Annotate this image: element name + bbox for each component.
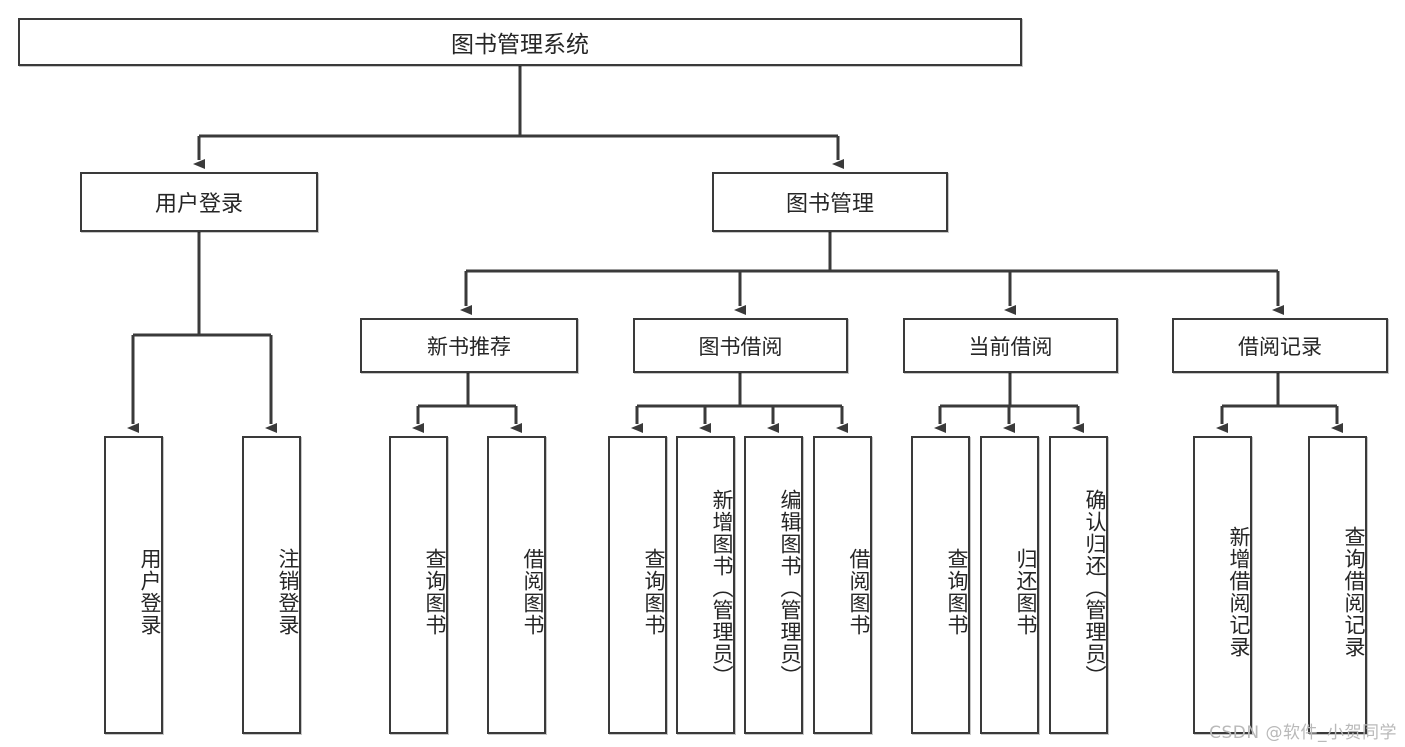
node-leaf-query-book-1[interactable]: 查询图书	[389, 436, 448, 734]
node-user-login[interactable]: 用户登录	[80, 172, 318, 232]
node-label: 图书管理系统	[451, 32, 589, 58]
node-label: 注销登录	[276, 548, 300, 636]
node-label: 借阅图书	[847, 548, 871, 636]
node-label: 新增图书（管理员）	[710, 489, 734, 687]
node-leaf-query-record[interactable]: 查询借阅记录	[1308, 436, 1367, 734]
node-label: 借阅图书	[521, 548, 545, 636]
node-current-borrow[interactable]: 当前借阅	[903, 318, 1118, 373]
node-leaf-edit-book[interactable]: 编辑图书（管理员）	[744, 436, 803, 734]
node-leaf-borrow-book-2[interactable]: 借阅图书	[813, 436, 872, 734]
node-leaf-query-book-2[interactable]: 查询图书	[608, 436, 667, 734]
node-label: 编辑图书（管理员）	[778, 489, 802, 687]
node-label: 确认归还（管理员）	[1083, 489, 1107, 687]
node-leaf-return-book[interactable]: 归还图书	[980, 436, 1039, 734]
node-label: 查询图书	[642, 548, 666, 636]
node-leaf-borrow-book-1[interactable]: 借阅图书	[487, 436, 546, 734]
node-label: 当前借阅	[968, 334, 1053, 359]
node-new-book-recommend[interactable]: 新书推荐	[360, 318, 578, 373]
node-label: 查询图书	[945, 548, 969, 636]
node-borrow-record[interactable]: 借阅记录	[1172, 318, 1388, 373]
node-label: 用户登录	[154, 192, 243, 217]
watermark-credit: CSDN @软件_小贺同学	[1209, 723, 1397, 743]
node-leaf-query-book-3[interactable]: 查询图书	[911, 436, 970, 734]
node-label: 用户登录	[138, 548, 162, 636]
node-label: 归还图书	[1014, 548, 1038, 636]
node-label: 新增借阅记录	[1227, 526, 1251, 658]
node-leaf-add-record[interactable]: 新增借阅记录	[1193, 436, 1252, 734]
node-leaf-logout[interactable]: 注销登录	[242, 436, 301, 734]
node-book-management[interactable]: 图书管理	[712, 172, 948, 232]
node-label: 图书借阅	[698, 334, 783, 359]
node-label: 图书管理	[785, 192, 874, 217]
node-book-borrow[interactable]: 图书借阅	[633, 318, 848, 373]
node-label: 查询图书	[423, 548, 447, 636]
node-leaf-user-login[interactable]: 用户登录	[104, 436, 163, 734]
node-label: 新书推荐	[427, 334, 511, 359]
node-root-system[interactable]: 图书管理系统	[18, 18, 1022, 66]
node-leaf-add-book[interactable]: 新增图书（管理员）	[676, 436, 735, 734]
node-label: 查询借阅记录	[1342, 526, 1366, 658]
node-leaf-confirm-return[interactable]: 确认归还（管理员）	[1049, 436, 1108, 734]
node-label: 借阅记录	[1238, 334, 1322, 359]
